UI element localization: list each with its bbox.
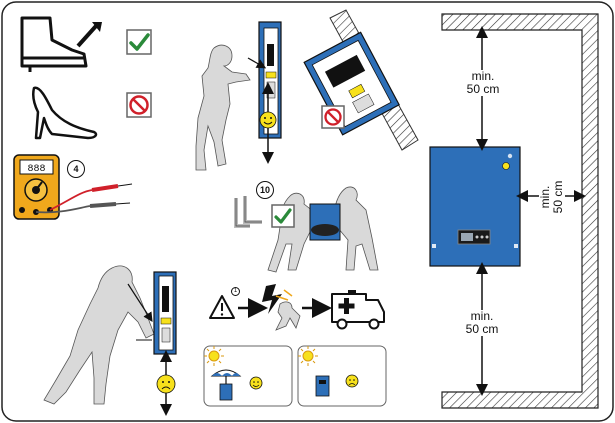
eye-level-arrow-bottom xyxy=(156,350,176,416)
clearance-min-text: min. xyxy=(470,309,494,323)
boot-icon xyxy=(20,16,102,72)
eye-level-arrow-top xyxy=(259,82,277,164)
person-figure-top xyxy=(195,44,251,171)
clearance-label-right: min. 50 cm xyxy=(538,175,565,219)
clearance-distance-text: 50 cm xyxy=(466,82,500,96)
clearance-distance-text: 50 cm xyxy=(551,180,565,214)
ambulance-icon xyxy=(331,290,385,330)
lightning-icon xyxy=(262,284,332,331)
lifting-persons xyxy=(267,186,379,273)
forbidden-icon-tilt xyxy=(321,105,345,129)
clearance-label-top: min. 50 cm xyxy=(462,70,504,96)
svg-text:888: 888 xyxy=(27,164,45,175)
inverter-front xyxy=(429,146,521,267)
high-heel-icon xyxy=(31,86,98,140)
clearance-distance-text: 50 cm xyxy=(465,322,499,336)
test-leads xyxy=(35,183,133,214)
wall-section xyxy=(441,13,599,409)
step-number-badge: 1 xyxy=(231,287,240,296)
sun-exposed-panel xyxy=(297,345,387,407)
check-icon xyxy=(126,29,152,55)
step-number-badge: 4 xyxy=(67,160,85,178)
step-number-badge: 10 xyxy=(256,181,274,199)
clearance-label-bottom: min. 50 cm xyxy=(460,310,504,336)
forbidden-icon xyxy=(126,92,152,118)
multimeter-icon: 888 xyxy=(13,154,60,220)
warning-triangle-icon xyxy=(209,295,268,319)
person-figure-bottom xyxy=(43,265,155,405)
shaded-panel xyxy=(203,345,293,407)
inverter-tilted xyxy=(303,31,400,136)
clearance-min-text: min. xyxy=(471,69,495,83)
check-icon-lift xyxy=(271,204,295,228)
hex-key-icon xyxy=(234,196,262,228)
